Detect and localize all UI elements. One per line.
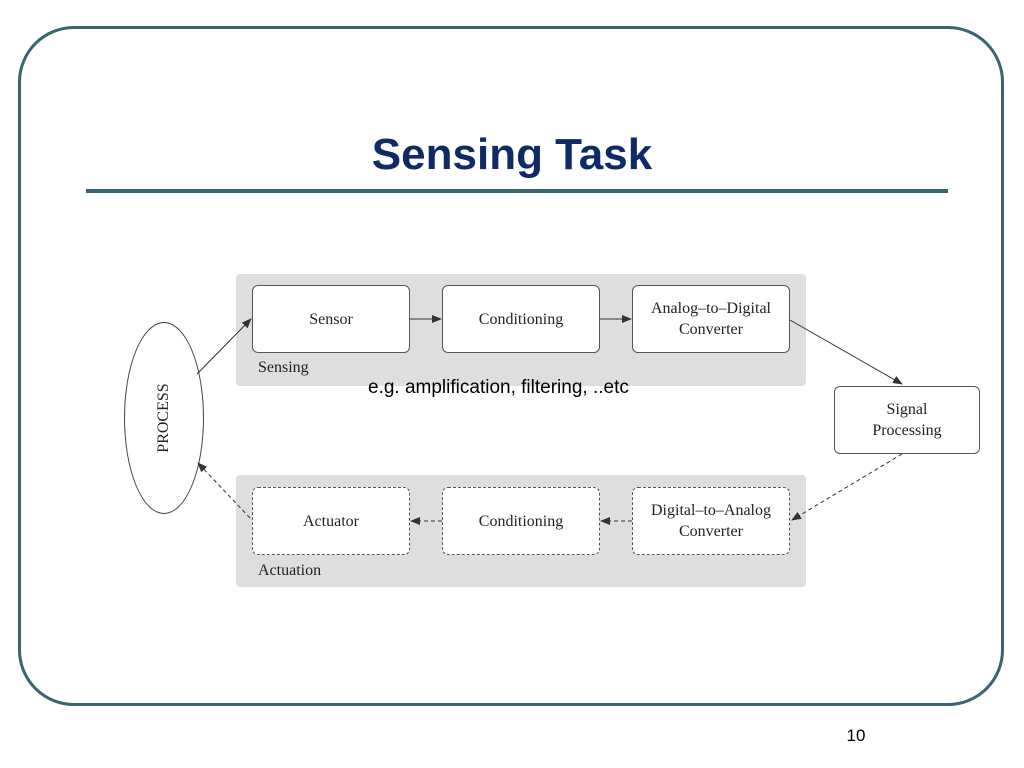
actuator-box: Actuator	[252, 487, 410, 555]
conditioning-note: e.g. amplification, filtering, ..etc	[368, 377, 629, 398]
dac-box: Digital–to–Analog Converter	[632, 487, 790, 555]
arrow-signal-processing-to-dac	[791, 453, 903, 521]
sensor-box: Sensor	[252, 285, 410, 353]
title-underline	[86, 189, 948, 193]
sensing-conditioning-box: Conditioning	[442, 285, 600, 353]
slide-title: Sensing Task	[371, 130, 653, 179]
sensing-group-label: Sensing	[258, 359, 309, 376]
actuation-group-label: Actuation	[258, 562, 322, 579]
adc-box: Analog–to–Digital Converter	[632, 285, 790, 353]
slide-frame	[18, 26, 1004, 706]
arrow-process-to-sensor	[196, 318, 252, 375]
signal-processing-box: Signal Processing	[834, 386, 980, 454]
arrow-actuator-to-process	[197, 462, 251, 519]
process-ellipse	[124, 322, 204, 514]
arrow-adc-to-signal-processing	[789, 319, 903, 385]
page-number: 10	[846, 726, 866, 745]
actuation-conditioning-box: Conditioning	[442, 487, 600, 555]
